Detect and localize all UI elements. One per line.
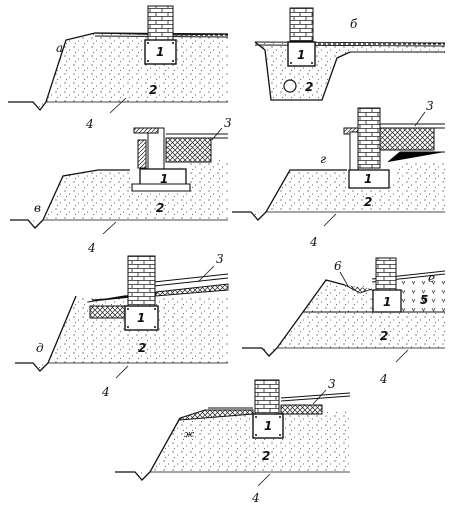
- panel-a-label-1: 1: [156, 45, 164, 59]
- panel-g-label-2: 2: [364, 195, 372, 209]
- panel-d-label-3: 3: [216, 252, 224, 266]
- panel-v-letter: в: [34, 201, 41, 215]
- panel-v: в 1 2 3 4: [10, 116, 232, 255]
- panel-e-label-6: 6: [334, 259, 342, 273]
- panel-g-label-4: 4: [309, 235, 318, 249]
- panel-d: д 1 2 3 4: [15, 252, 229, 399]
- panel-zh-label-3: 3: [328, 377, 336, 391]
- panel-a-label-4: 4: [85, 117, 94, 131]
- panel-g-letter: г: [320, 152, 326, 166]
- panel-v-label-3: 3: [224, 116, 232, 130]
- panel-b-letter: б: [350, 17, 358, 31]
- panel-zh-letter: ж: [184, 430, 195, 440]
- panel-v-label-4: 4: [87, 241, 96, 255]
- panel-g-leader-4: [323, 213, 337, 227]
- panel-g: г 1 2 3 4: [232, 99, 445, 249]
- panel-b: б 1 2: [254, 7, 446, 101]
- panel-e-label-2: 2: [380, 329, 388, 343]
- panel-e-leader-6: [339, 271, 349, 287]
- panel-zh-leader-3: [312, 389, 327, 405]
- panel-v-label-1: 1: [160, 172, 168, 186]
- panel-g-label-3: 3: [426, 99, 434, 113]
- panel-a-leader-4: [109, 97, 127, 114]
- panel-zh: ж 1 2 3 4: [115, 377, 351, 505]
- panel-e-label-4: 4: [379, 372, 388, 386]
- panel-a-letter: а: [56, 41, 63, 55]
- panel-b-label-2: 2: [305, 80, 313, 94]
- panel-v-leader-3: [211, 127, 223, 141]
- panel-v-label-2: 2: [156, 201, 164, 215]
- panel-zh-leader-4: [257, 473, 271, 487]
- panel-b-label-1: 1: [297, 48, 305, 62]
- panel-d-leader-4: [115, 365, 129, 379]
- panel-zh-label-2: 2: [262, 449, 270, 463]
- panel-e-label-1: 1: [383, 295, 391, 309]
- panel-zh-label-4: 4: [251, 491, 260, 505]
- panel-zh-label-1: 1: [264, 419, 272, 433]
- panel-e-leader-4: [395, 349, 409, 363]
- panel-d-label-2: 2: [138, 341, 146, 355]
- panel-d-letter: д: [36, 341, 44, 355]
- panel-v-leader-4: [102, 221, 117, 235]
- panel-g-leader-3: [414, 111, 426, 127]
- panel-a: а 1 2 4: [8, 5, 229, 131]
- panel-d-label-1: 1: [137, 311, 145, 325]
- panel-d-label-4: 4: [101, 385, 110, 399]
- panel-e-letter: е: [428, 271, 435, 285]
- panel-e: е 1 5 2 6 4: [242, 257, 446, 386]
- panel-e-label-5: 5: [420, 293, 428, 307]
- panel-d-leader-3: [197, 265, 215, 283]
- panel-a-label-2: 2: [149, 83, 157, 97]
- panel-g-label-1: 1: [364, 172, 372, 186]
